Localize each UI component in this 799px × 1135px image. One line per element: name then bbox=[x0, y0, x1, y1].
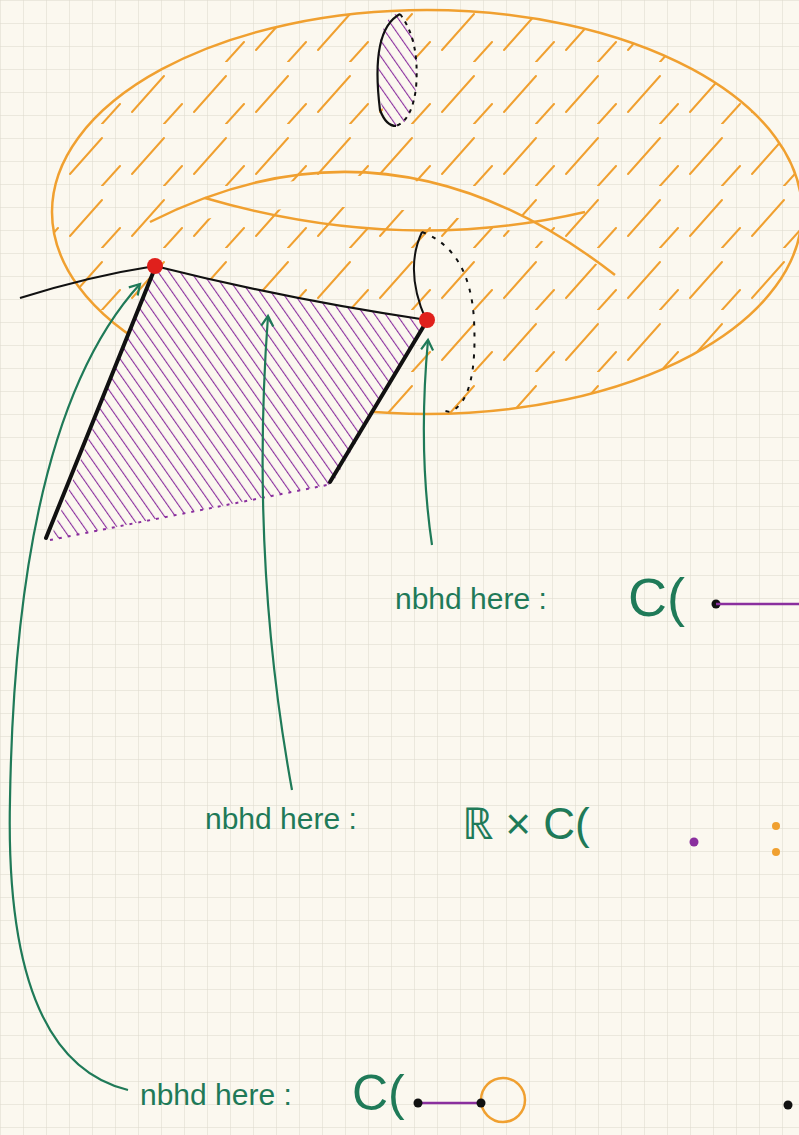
sheet-hatching bbox=[50, 266, 427, 540]
annotation-text: nbhd here : bbox=[140, 1078, 292, 1111]
disk-outline-front bbox=[378, 14, 401, 126]
sheet-ground bbox=[50, 266, 427, 540]
link-picture bbox=[690, 822, 781, 856]
disk-ground bbox=[377, 14, 417, 126]
torus-hole-lower bbox=[205, 198, 585, 230]
attaching-curve bbox=[20, 266, 427, 320]
leader-arrow bbox=[263, 316, 292, 790]
meridian-front bbox=[414, 232, 426, 320]
torus-hole-upper bbox=[150, 172, 615, 275]
annotation-text: nbhd here : bbox=[395, 582, 547, 615]
disk-hatching bbox=[377, 14, 417, 126]
leader-arrow bbox=[424, 340, 432, 545]
annotation-text: C( bbox=[628, 568, 685, 627]
sheet-edge-left bbox=[46, 268, 155, 538]
annotation-text: nbhd here : bbox=[205, 802, 357, 835]
leader-arrow bbox=[10, 284, 140, 1090]
annotation-text: C( bbox=[352, 1066, 405, 1121]
sheet-edge-dotted bbox=[50, 484, 332, 540]
disk-outline-back bbox=[396, 14, 417, 126]
link-picture bbox=[414, 1078, 793, 1122]
singular-point bbox=[147, 258, 163, 274]
annotation-text: ℝ × C( bbox=[462, 800, 590, 848]
singular-point bbox=[419, 312, 435, 328]
link-picture bbox=[712, 600, 799, 609]
sheet-edge-right bbox=[330, 324, 425, 482]
